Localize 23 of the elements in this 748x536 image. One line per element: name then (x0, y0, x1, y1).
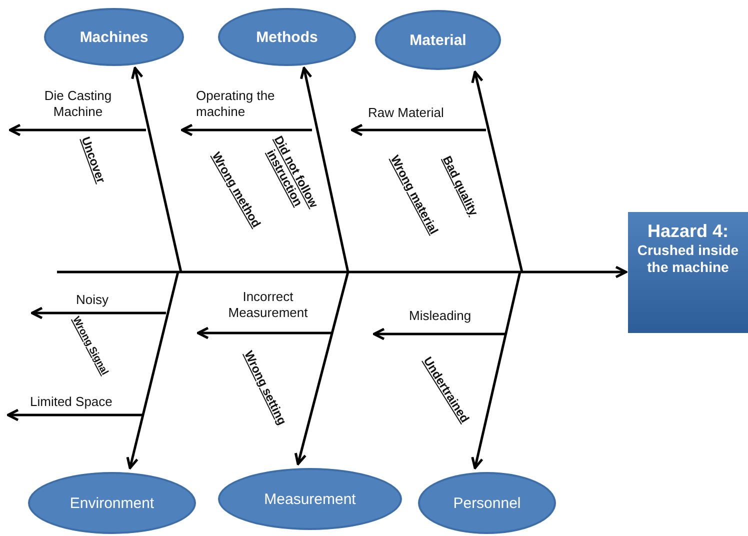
cause-label: Noisy (76, 292, 110, 308)
cause-label: Operating the machine (196, 88, 276, 120)
bone-arrow (471, 70, 524, 272)
effect-heading: Hazard 4: (646, 220, 730, 242)
category-label: Material (410, 32, 466, 48)
cause-label: Incorrect Measurement (227, 289, 309, 321)
bone-arrow (131, 66, 182, 272)
spine-arrow (57, 266, 628, 278)
category-label: Methods (256, 28, 318, 46)
category-label: Machines (80, 28, 148, 46)
cause-label: Raw Material (368, 105, 445, 121)
cause-label: Limited Space (30, 394, 114, 410)
cause-label: Die Casting Machine (43, 88, 113, 120)
effect-box (628, 212, 748, 333)
category-label: Personnel (453, 494, 521, 512)
cause-label: Misleading (409, 308, 472, 324)
effect-text: Crushed inside the machine (636, 242, 740, 276)
category-label: Environment (70, 494, 154, 512)
bone-arrow (126, 272, 180, 470)
bone-arrow (294, 272, 350, 466)
category-label: Measurement (264, 490, 356, 508)
bone-arrow (300, 66, 350, 272)
bone-arrow (471, 272, 522, 470)
